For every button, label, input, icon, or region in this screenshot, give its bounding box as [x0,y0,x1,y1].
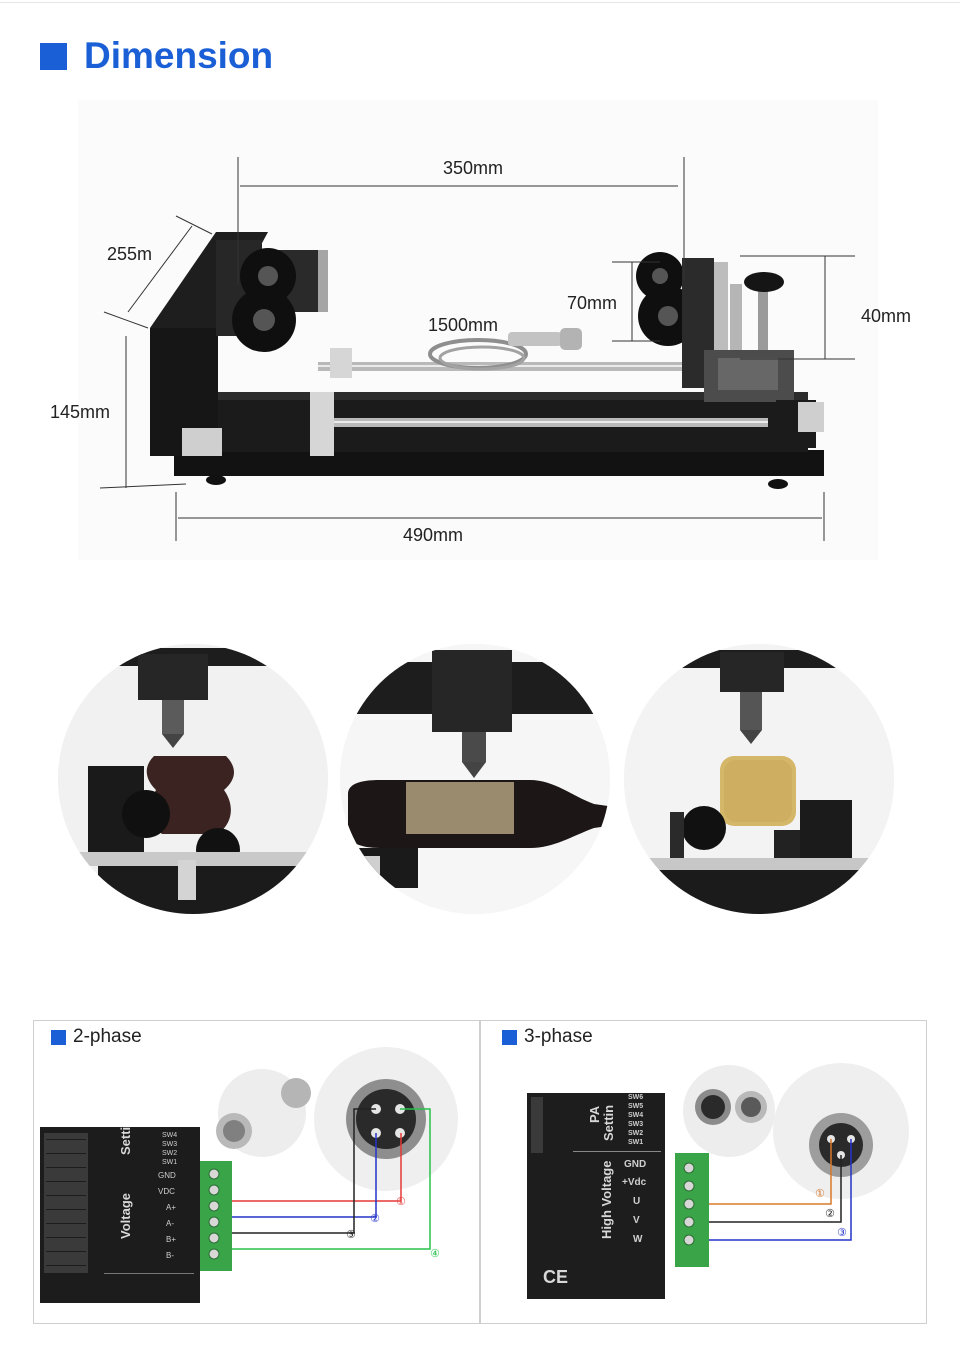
wire-marker: ③ [346,1229,356,1241]
sw-label: SW2 [628,1130,643,1137]
terminal-label: GND [624,1159,646,1170]
wire-marker: ③ [837,1227,847,1239]
board-side-label: Setti [118,1127,133,1155]
terminal-label: W [633,1234,643,1245]
top-divider [0,2,960,3]
section-marker-icon [40,43,67,70]
sw-label: SW4 [162,1132,177,1139]
dimension-wheel-height: 70mm [567,293,618,313]
sw-label: SW6 [628,1094,643,1101]
wire-marker: ② [370,1213,380,1225]
terminal-label: B- [166,1251,174,1260]
dimension-depth: 255m [107,244,153,264]
dimension-top-length: 350mm [443,158,504,178]
ce-mark: CE [543,1267,568,1287]
usage-photo-bamboo-cup [624,644,894,914]
board-side-label: Voltage [118,1193,133,1239]
terminal-label: A- [166,1219,174,1228]
sw-label: SW4 [628,1112,643,1119]
wire-marker: ① [396,1196,406,1208]
usage-photo-wooden-vase [58,644,328,914]
section-title: Dimension [84,35,274,76]
terminal-label: +Vdc [622,1177,647,1188]
wiring-diagram-3-phase: PA Settin SW6 SW5 SW4 SW3 SW2 SW1 GND +V… [527,1063,909,1299]
wire-marker: ② [825,1208,835,1220]
dimension-base-length: 490mm [403,525,464,545]
wire-marker: ① [815,1188,825,1200]
terminal-label: A+ [166,1203,176,1212]
panel-title: 3-phase [524,1026,593,1047]
sw-label: SW3 [162,1141,177,1148]
sw-label: SW1 [162,1159,177,1166]
panel-marker-icon [502,1030,517,1045]
terminal-label: V [633,1215,640,1226]
terminal-label: U [633,1196,640,1207]
dimension-chuck-height: 40mm [861,306,912,326]
board-pa-label: PA [587,1105,602,1123]
board-side-label: High Voltage [599,1161,614,1239]
dimension-lines [99,157,855,541]
board-setting-label: Settin [601,1105,616,1141]
rotary-dimension-photo [78,100,878,560]
wiring-panel-3-phase: 3-phase PA Settin SW6 SW5 SW4 SW3 SW2 SW… [480,1020,927,1324]
rotary-device-illustration [150,232,824,489]
dimension-cable: 1500mm [428,315,499,335]
wire-marker: ④ [430,1248,440,1260]
dimension-height: 145mm [50,402,111,422]
panel-title: 2-phase [73,1026,142,1047]
sw-label: SW5 [628,1103,643,1110]
sw-label: SW1 [628,1139,643,1146]
terminal-label: VDC [158,1187,175,1196]
terminal-label: GND [158,1171,176,1180]
terminal-label: B+ [166,1235,176,1244]
wiring-diagram-2-phase: SW4 SW3 SW2 SW1 GND VDC A+ A- B+ B- Sett… [40,1047,458,1303]
usage-photo-wine-bottle [340,644,610,914]
sw-label: SW3 [628,1121,643,1128]
sw-label: SW2 [162,1150,177,1157]
panel-marker-icon [51,1030,66,1045]
wiring-panel-2-phase: 2-phase SW4 SW3 SW2 SW1 GND VDC A+ A- B+… [33,1020,480,1324]
